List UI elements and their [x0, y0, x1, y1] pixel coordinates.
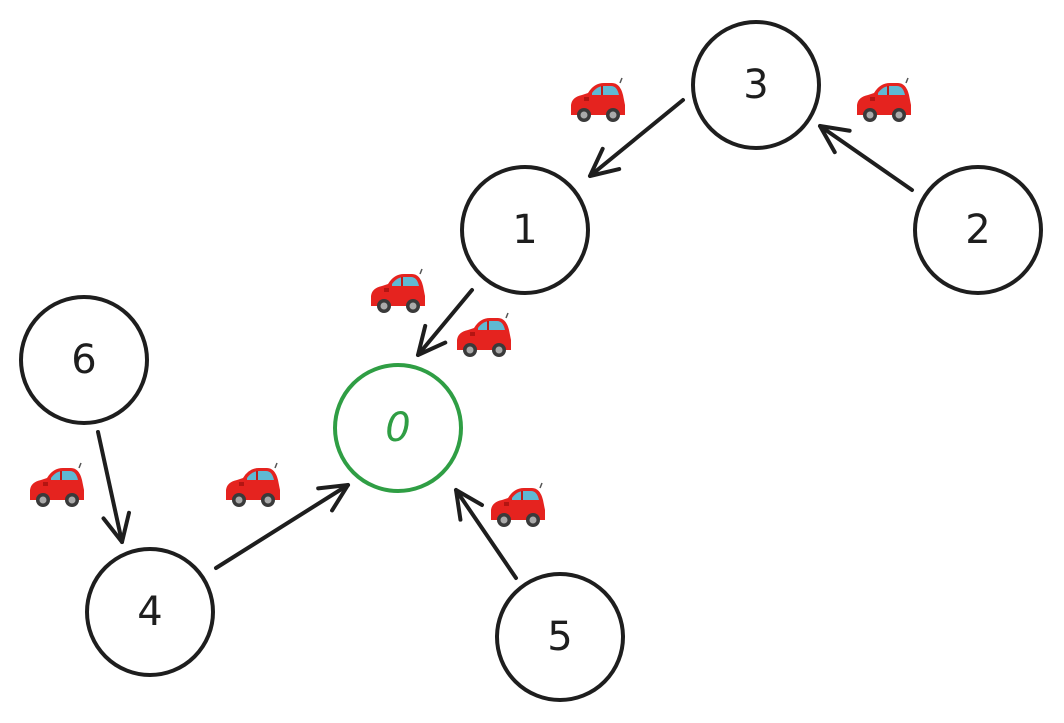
- arrowhead-icon: [416, 323, 448, 357]
- car-icon: [226, 462, 280, 507]
- edge-3-to-1: [588, 98, 685, 178]
- node-label: 2: [965, 207, 990, 253]
- car-icon: [457, 312, 511, 357]
- node-circle: [691, 20, 821, 150]
- node-6: 6: [19, 295, 149, 425]
- node-label: 5: [547, 614, 572, 660]
- arrowhead-icon: [588, 146, 622, 178]
- edges: [96, 98, 914, 580]
- node-label: 1: [512, 207, 537, 253]
- car-icon: [491, 482, 545, 527]
- node-circle: [460, 165, 590, 295]
- car-icon: [30, 462, 84, 507]
- arrowhead-icon: [316, 483, 350, 513]
- arrowhead-icon: [818, 124, 852, 155]
- edge-line: [96, 430, 124, 544]
- node-circle: [85, 547, 215, 677]
- car-icon: [571, 77, 625, 122]
- node-circle: [19, 295, 149, 425]
- node-2: 2: [913, 165, 1043, 295]
- node-5: 5: [495, 572, 625, 702]
- arrowhead-icon: [454, 488, 484, 522]
- car-icon: [371, 268, 425, 313]
- edge-line: [818, 124, 914, 192]
- edge-4-to-0: [214, 483, 350, 570]
- nodes: 0 1 2 3 4 5 6: [19, 20, 1043, 702]
- edge-1-to-0: [416, 288, 474, 357]
- node-3: 3: [691, 20, 821, 150]
- edge-line: [454, 488, 518, 580]
- node-circle: [495, 572, 625, 702]
- node-label: 0: [385, 405, 410, 451]
- node-4: 4: [85, 547, 215, 677]
- arrowhead-icon: [101, 510, 131, 544]
- node-label: 3: [743, 62, 768, 108]
- node-label: 4: [137, 589, 162, 635]
- node-circle: [913, 165, 1043, 295]
- edge-line: [214, 483, 350, 570]
- cars: [30, 77, 911, 527]
- car-icon: [857, 77, 911, 122]
- edge-line: [416, 288, 474, 357]
- node-label: 6: [71, 337, 96, 383]
- node-circle: [333, 363, 463, 493]
- edge-6-to-4: [96, 430, 131, 544]
- edge-2-to-3: [818, 124, 914, 192]
- node-0: 0: [333, 363, 463, 493]
- edge-line: [588, 98, 685, 178]
- node-1: 1: [460, 165, 590, 295]
- edge-5-to-0: [454, 488, 518, 580]
